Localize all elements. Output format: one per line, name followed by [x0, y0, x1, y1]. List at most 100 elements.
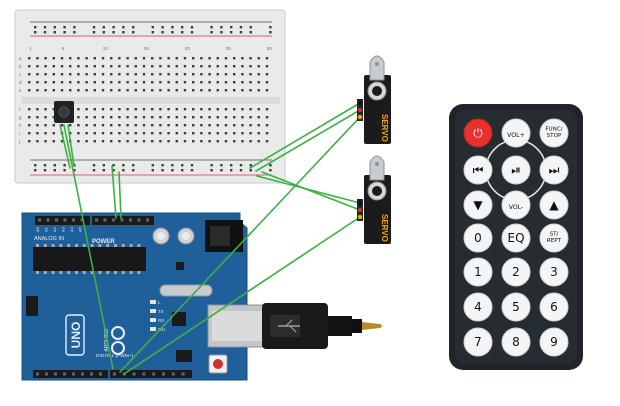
button-face[interactable] — [501, 155, 531, 185]
servo-motor-1[interactable]: SERVO — [357, 55, 391, 144]
remote-button-15[interactable]: 4 — [463, 292, 493, 322]
button-face[interactable] — [539, 118, 569, 148]
wire-servo2-signal[interactable] — [123, 216, 361, 375]
chip-pin — [36, 244, 39, 247]
terminal-hole — [233, 81, 236, 84]
remote-button-label: ▼ — [473, 198, 483, 212]
rail-hole — [230, 31, 233, 34]
button-face[interactable] — [463, 155, 493, 185]
remote-button-5[interactable]: ⏭ — [539, 155, 569, 185]
rail-hole — [220, 31, 223, 34]
remote-button-7[interactable]: VOL- — [501, 190, 531, 220]
analog-pin-label: A2 — [52, 226, 57, 232]
button-face[interactable] — [463, 292, 493, 322]
terminal-hole — [257, 132, 260, 135]
button-face[interactable] — [501, 292, 531, 322]
terminal-hole — [44, 108, 47, 111]
rail-hole — [269, 31, 272, 34]
remote-button-1[interactable]: VOL+ — [501, 118, 531, 148]
remote-button-13[interactable]: 2 — [501, 257, 531, 287]
remote-button-20[interactable]: 9 — [539, 327, 569, 357]
button-face[interactable] — [501, 327, 531, 357]
terminal-hole — [69, 81, 72, 84]
servo-motor-2[interactable]: SERVO — [357, 155, 391, 244]
rail-hole — [102, 31, 105, 34]
wire-servo1-gnd[interactable] — [249, 102, 361, 169]
button-face[interactable] — [539, 292, 569, 322]
chip-pin — [121, 271, 125, 274]
remote-button-17[interactable]: 6 — [539, 292, 569, 322]
terminal-hole — [77, 124, 80, 127]
terminal-hole — [249, 65, 252, 68]
remote-button-10[interactable]: EQ — [501, 223, 531, 253]
remote-button-16[interactable]: 5 — [501, 292, 531, 322]
rail-hole — [53, 31, 56, 34]
remote-button-8[interactable]: ▲ — [539, 190, 569, 220]
button-face[interactable] — [463, 327, 493, 357]
button-face[interactable] — [501, 257, 531, 287]
terminal-hole — [192, 124, 195, 127]
remote-button-3[interactable]: ⏮ — [463, 155, 493, 185]
remote-button-label: 6 — [550, 300, 558, 314]
wire-ir-vcc[interactable] — [67, 124, 75, 167]
wire-5v[interactable] — [111, 165, 117, 219]
terminal-hole — [118, 116, 121, 119]
button-face[interactable] — [501, 190, 531, 220]
terminal-hole — [249, 81, 252, 84]
usb-cable[interactable] — [207, 303, 382, 349]
power-button[interactable] — [463, 118, 493, 148]
remote-button-2[interactable]: FUNC/STOP — [539, 118, 569, 148]
remote-button-6[interactable]: ▼ — [463, 190, 493, 220]
wire-gnd[interactable] — [118, 171, 122, 219]
remote-button-12[interactable]: 1 — [463, 257, 493, 287]
terminal-hole — [216, 124, 219, 127]
remote-button-18[interactable]: 7 — [463, 327, 493, 357]
button-face[interactable] — [539, 190, 569, 220]
terminal-hole — [208, 116, 211, 119]
wire-servo2-vcc[interactable] — [261, 171, 361, 211]
terminal-hole — [44, 81, 47, 84]
terminal-hole — [249, 132, 252, 135]
terminal-hole — [208, 65, 211, 68]
terminal-hole — [28, 124, 31, 127]
remote-button-0[interactable]: ⏻ — [463, 118, 493, 148]
terminal-hole — [208, 124, 211, 127]
remote-button-9[interactable]: 0 — [463, 223, 493, 253]
button-face[interactable] — [501, 118, 531, 148]
button-face[interactable] — [501, 223, 531, 253]
row-letter: c — [19, 72, 22, 77]
terminal-hole — [183, 132, 187, 135]
rail-hole — [220, 164, 223, 167]
reset-button[interactable] — [213, 359, 223, 369]
terminal-hole — [28, 116, 31, 119]
remote-button-11[interactable]: ST/REPT — [539, 223, 569, 253]
remote-button-14[interactable]: 3 — [539, 257, 569, 287]
terminal-hole — [249, 124, 252, 127]
button-face[interactable] — [463, 257, 493, 287]
rail-hole — [53, 26, 56, 29]
wire-servo1-signal[interactable] — [119, 116, 361, 373]
chip-pin — [51, 271, 55, 274]
button-face[interactable] — [539, 327, 569, 357]
remote-button-4[interactable]: ⏯ — [501, 155, 531, 185]
wire-servo1-vcc[interactable] — [255, 109, 361, 172]
wire-ir-signal[interactable] — [63, 124, 114, 370]
remote-button-19[interactable]: 8 — [501, 327, 531, 357]
terminal-hole — [167, 132, 170, 135]
wire-ir-gnd[interactable] — [59, 124, 71, 169]
terminal-hole — [208, 81, 211, 84]
button-face[interactable] — [539, 223, 569, 253]
chip-pin — [75, 271, 78, 274]
button-face[interactable] — [539, 155, 569, 185]
terminal-hole — [44, 140, 47, 143]
terminal-hole — [36, 124, 39, 127]
button-face[interactable] — [463, 223, 493, 253]
button-face[interactable] — [539, 257, 569, 287]
ir-receiver[interactable] — [54, 101, 74, 123]
button-face[interactable] — [463, 190, 493, 220]
wires[interactable] — [59, 102, 361, 375]
terminal-hole — [151, 57, 154, 60]
